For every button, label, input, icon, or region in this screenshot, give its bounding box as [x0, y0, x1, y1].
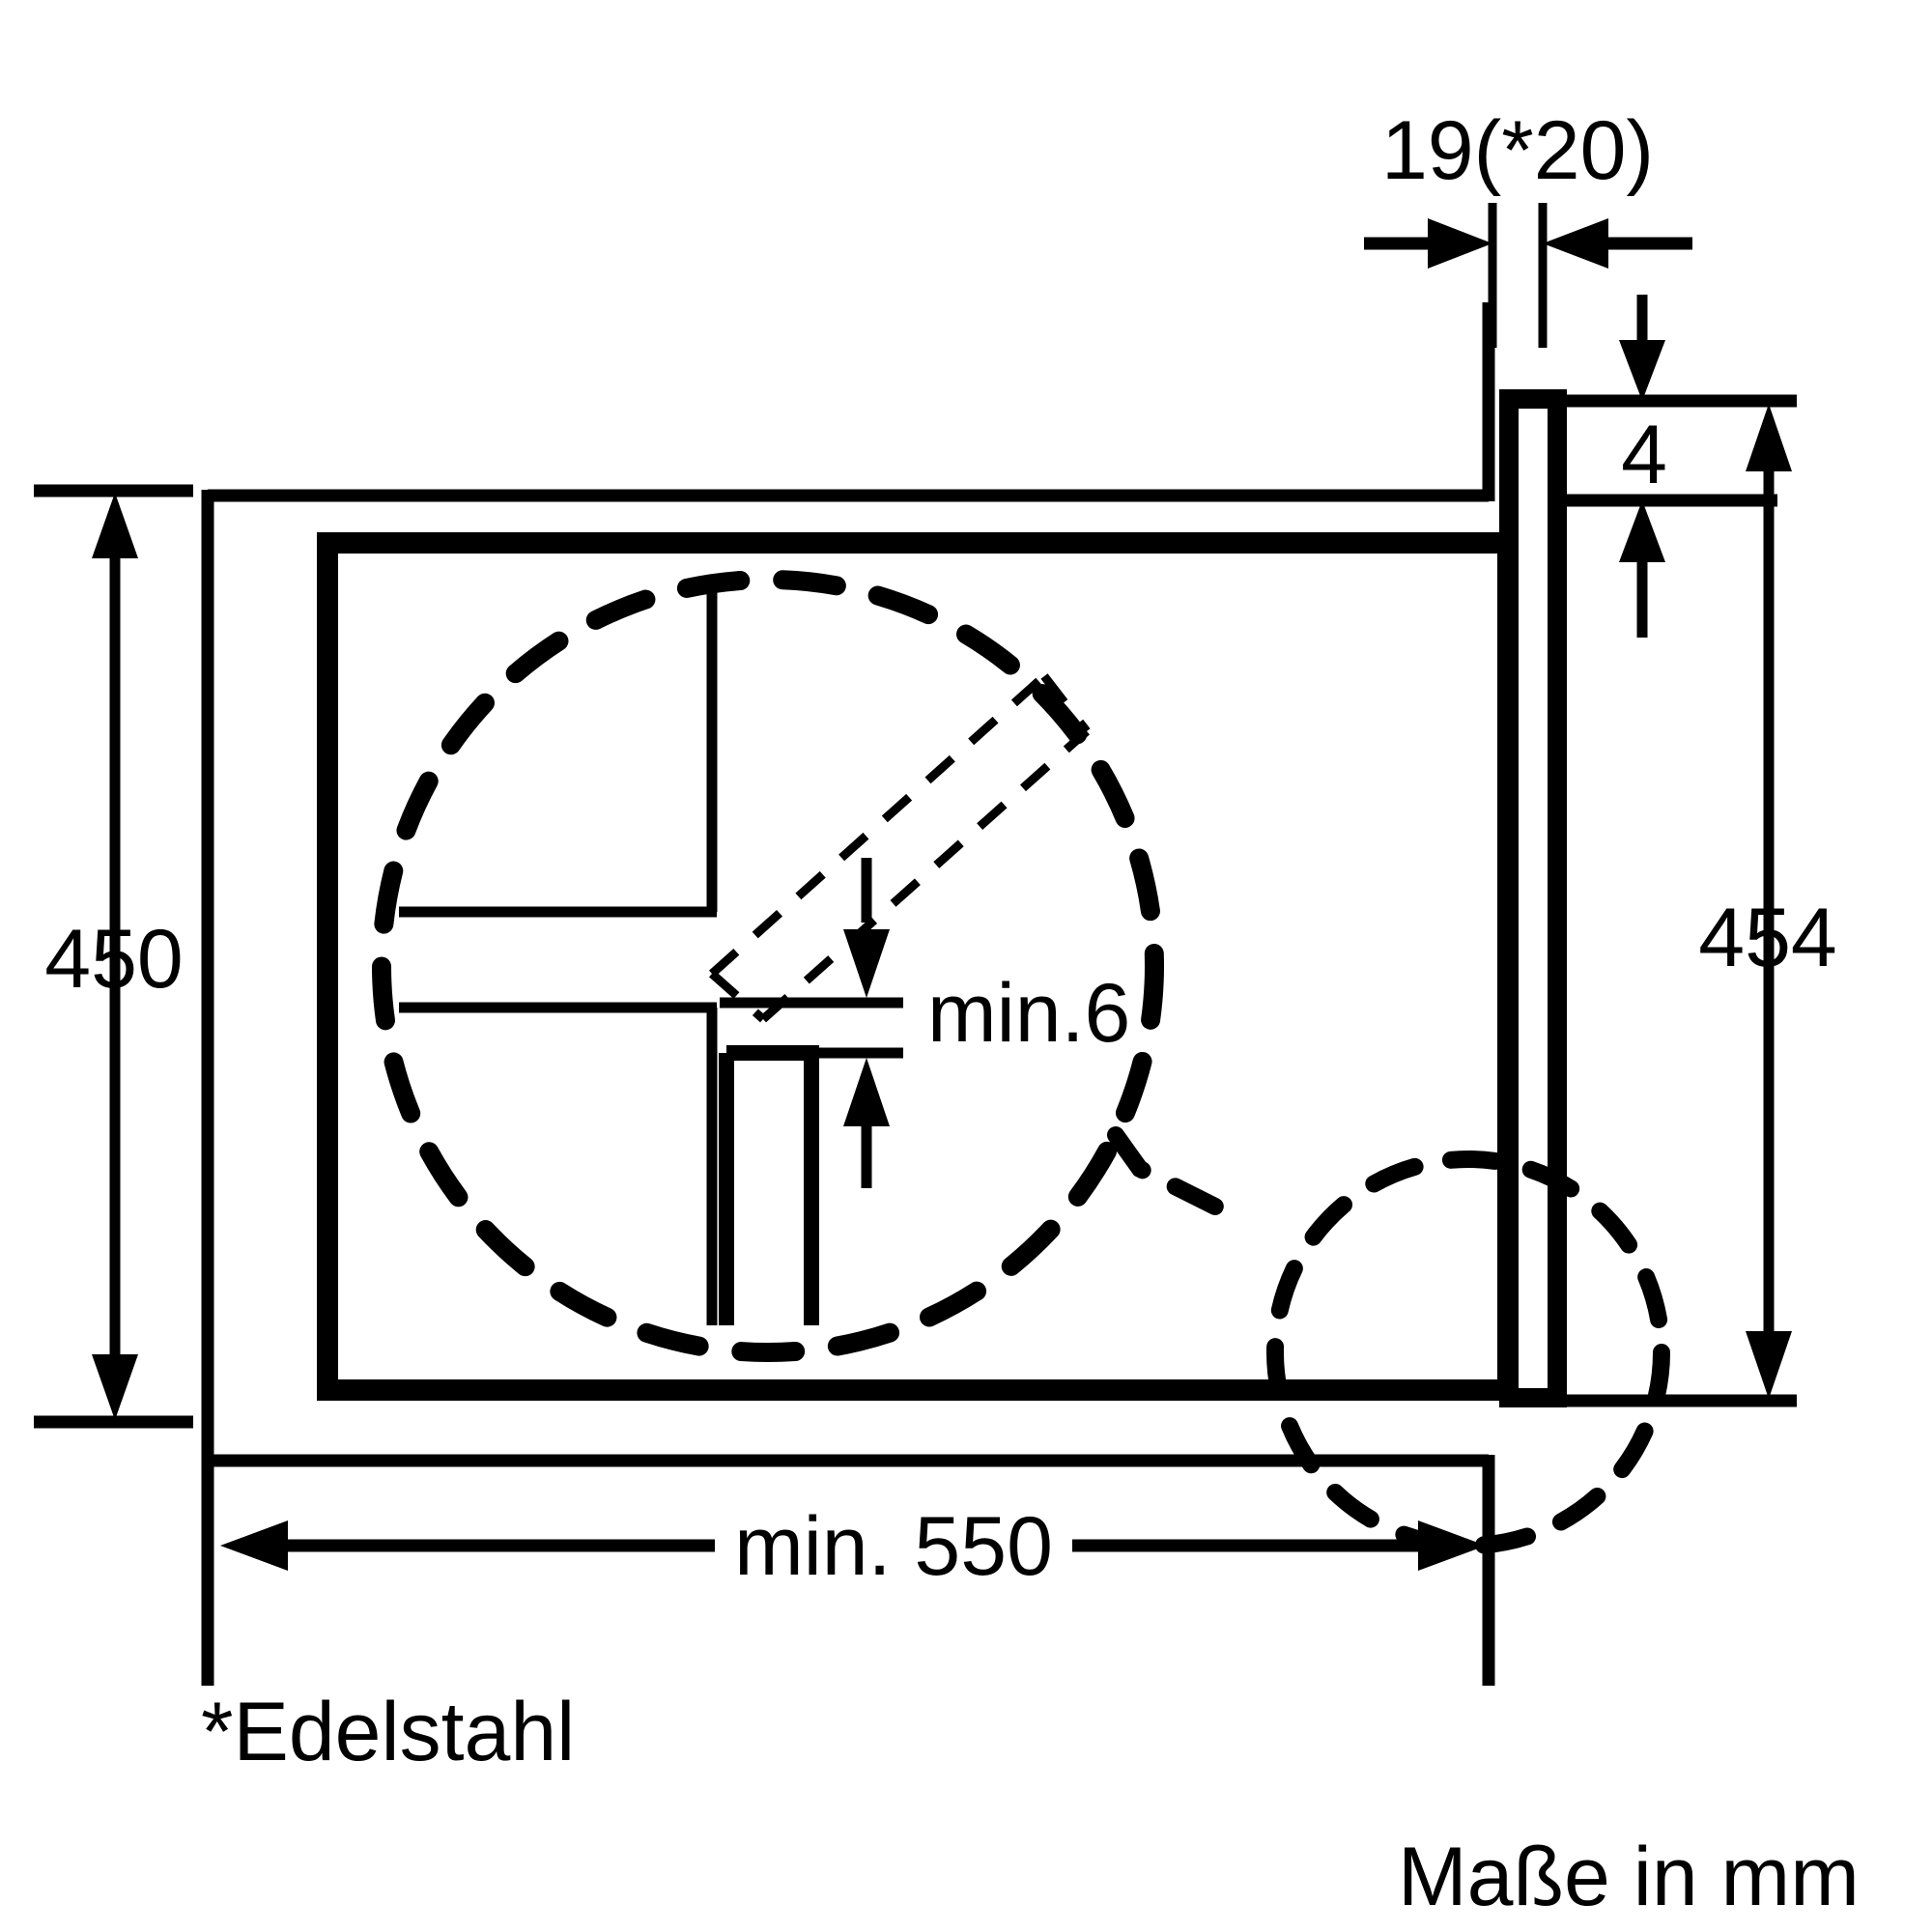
footnote-edelstahl: *Edelstahl: [201, 1686, 575, 1778]
arrow-head-450-bottom: [92, 1354, 138, 1420]
dimension-label-min550: min. 550: [734, 1500, 1053, 1593]
arrow-head-19-left: [1428, 218, 1492, 269]
dimension-label-454: 454: [1698, 892, 1837, 984]
arrow-head-min550-right: [1418, 1520, 1486, 1571]
arrow-head-19-right: [1543, 218, 1608, 269]
front-door-panel-group: [1499, 389, 1567, 1407]
arrow-head-454-bottom: [1746, 1331, 1792, 1399]
dimension-454-group: 454: [1565, 394, 1837, 1407]
tilted-door-end-cap: [1040, 673, 1091, 734]
dimension-label-4: 4: [1621, 409, 1667, 501]
dimension-450-group: 450: [34, 484, 193, 1429]
front-door-panel-rect: [1499, 389, 1567, 1407]
arrow-head-454-top: [1746, 404, 1792, 471]
dimension-label-min6: min.6: [927, 967, 1130, 1060]
units-note: Maße in mm: [1398, 1831, 1860, 1923]
swing-circle-large: [372, 570, 1164, 1362]
arrow-head-min550-left: [220, 1520, 288, 1571]
dimension-min6-group: min.6: [720, 858, 1130, 1188]
swing-connector-dashed: [1107, 1126, 1226, 1216]
dimension-label-19-20: 19(*20): [1381, 104, 1654, 197]
tilted-door-dashed-outline: [708, 672, 1091, 1023]
tilted-door-start-cap: [709, 970, 766, 1023]
arrow-head-450-top: [92, 493, 138, 558]
dimension-19-20-group: 19(*20): [1364, 104, 1692, 348]
door-swing-arc-large: [372, 570, 1164, 1362]
door-swing-arc-small: [1107, 1126, 1670, 1554]
arrow-head-min6-top: [843, 929, 890, 998]
cabinet-niche-outline: [201, 302, 1495, 1686]
dimension-min550-group: min. 550: [220, 1500, 1486, 1593]
interior-hinge-detail: [399, 591, 819, 1325]
arrow-head-4-top: [1619, 340, 1665, 401]
dimension-label-450: 450: [44, 913, 184, 1006]
swing-circle-small: [1266, 1151, 1670, 1554]
tilted-door-edge-inner: [760, 727, 1090, 1023]
arrow-head-min6-bottom: [843, 1058, 890, 1126]
latch-block-outline: [726, 1045, 819, 1325]
tilted-door-edge-outer: [708, 672, 1048, 978]
arrow-head-4-bottom: [1619, 500, 1665, 562]
